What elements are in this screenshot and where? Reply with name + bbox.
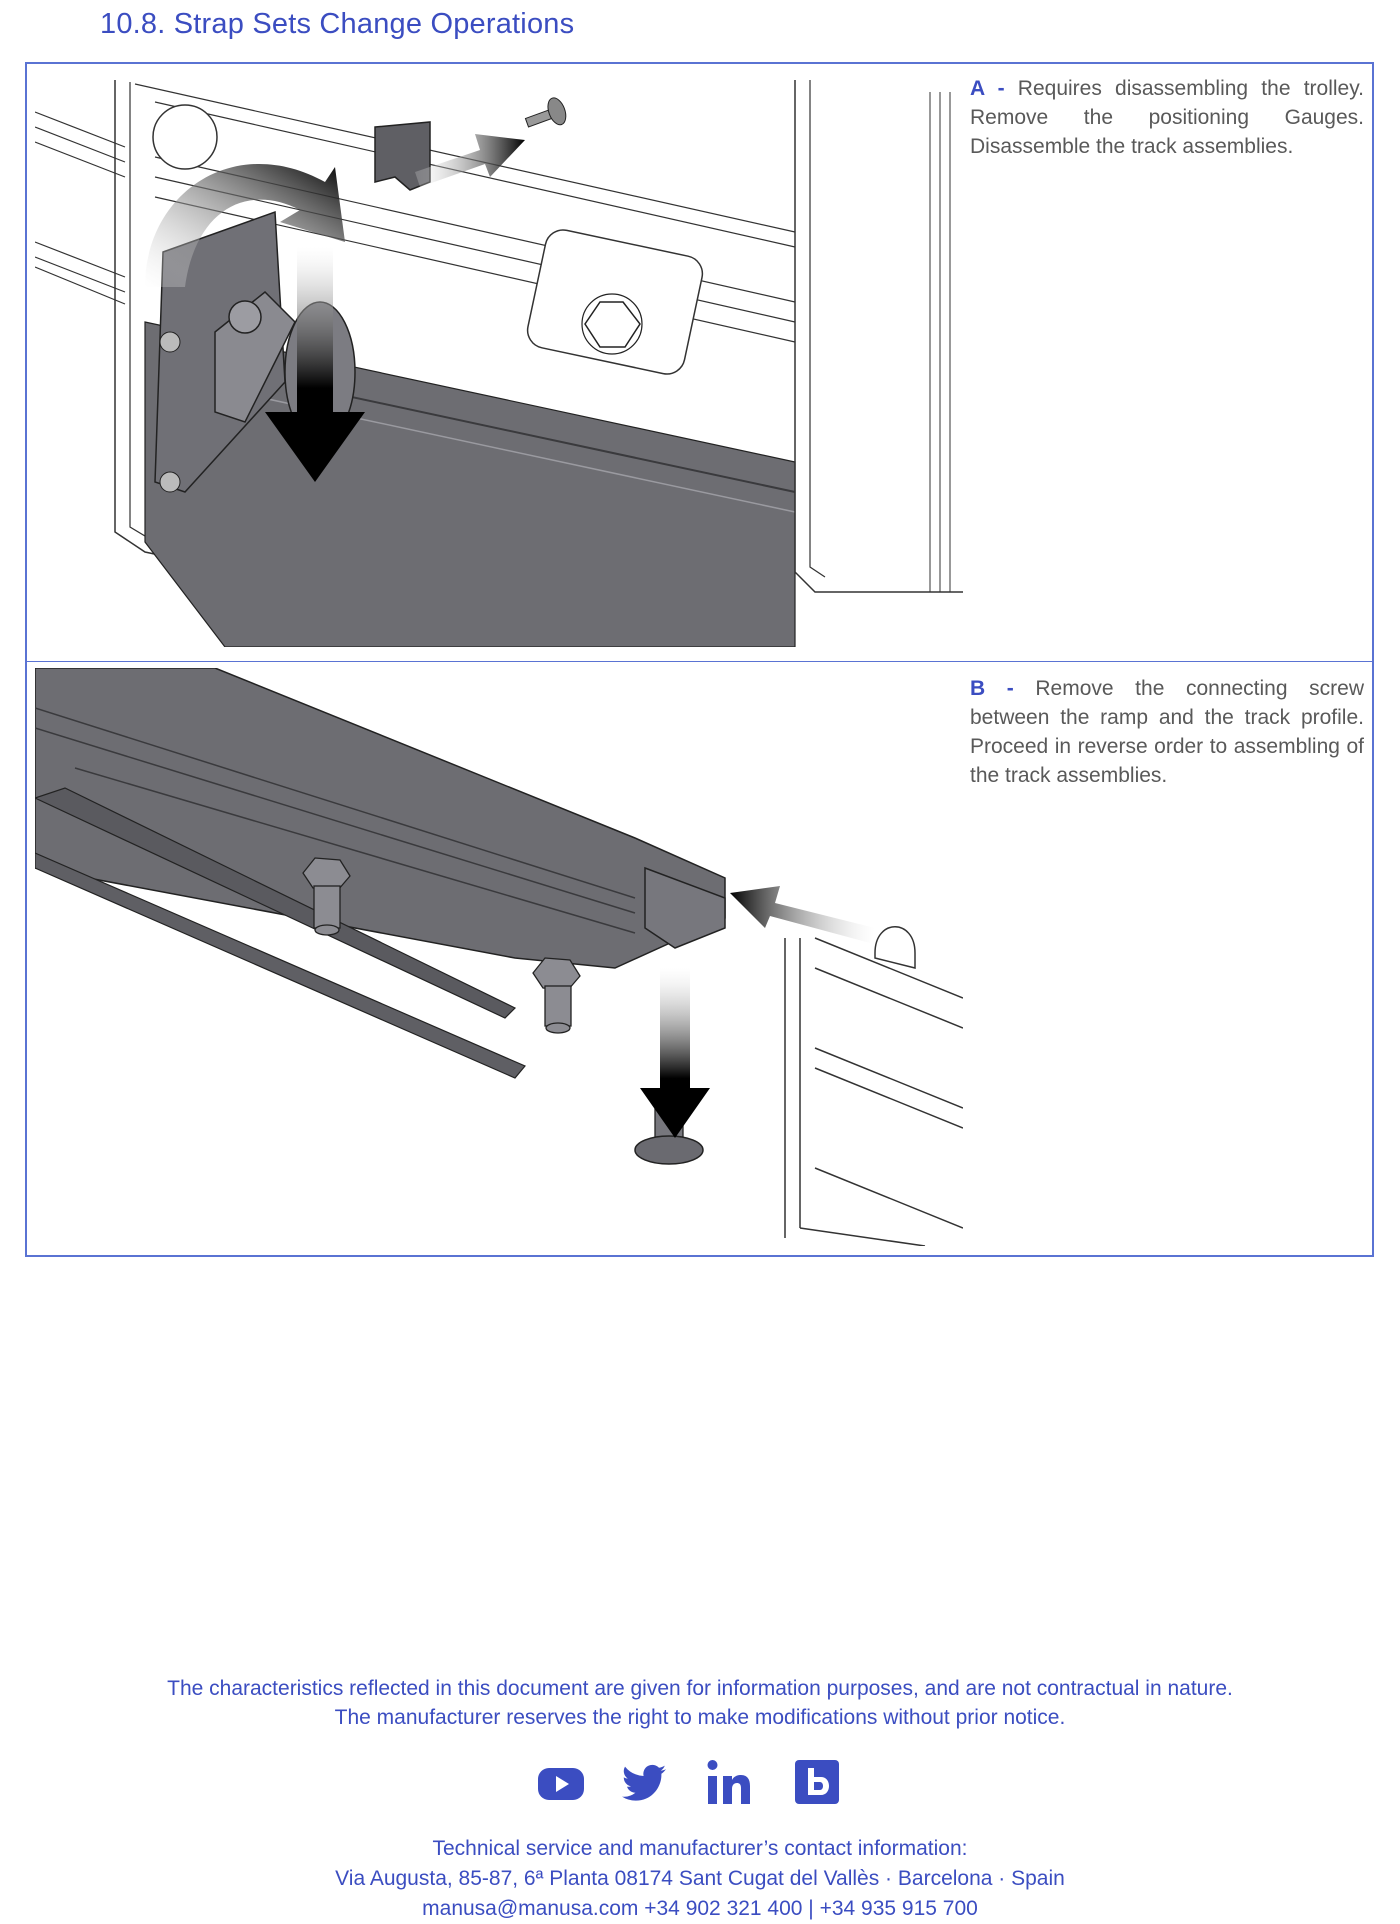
contact-heading: Technical service and manufacturer’s con… (432, 1837, 968, 1860)
blog-icon[interactable] (794, 1758, 840, 1813)
step-b-illustration (35, 668, 963, 1246)
disclaimer-line-2: The manufacturer reserves the right to m… (334, 1706, 1066, 1729)
social-links (538, 1758, 868, 1808)
step-b-letter: B - (970, 677, 1014, 700)
twitter-icon[interactable] (620, 1758, 668, 1813)
step-b-description: B - Remove the connecting screw between … (970, 674, 1364, 790)
disclaimer-line-1: The characteristics reflected in this do… (167, 1677, 1233, 1700)
section-title: 10.8. Strap Sets Change Operations (100, 8, 575, 40)
contact-info: Technical service and manufacturer’s con… (0, 1834, 1400, 1924)
step-a-row: A - Requires disassembling the trolley. … (27, 64, 1372, 662)
youtube-icon[interactable] (538, 1758, 584, 1813)
contact-address: Via Augusta, 85-87, 6ª Planta 08174 Sant… (335, 1867, 1065, 1890)
instruction-table: A - Requires disassembling the trolley. … (25, 62, 1374, 1257)
step-b-text: Remove the connecting screw between the … (970, 677, 1364, 787)
step-a-letter: A - (970, 77, 1005, 100)
linkedin-icon[interactable] (706, 1758, 752, 1813)
contact-email-phone[interactable]: manusa@manusa.com +34 902 321 400 | +34 … (422, 1897, 978, 1920)
step-b-row: B - Remove the connecting screw between … (27, 662, 1372, 1255)
step-a-description: A - Requires disassembling the trolley. … (970, 74, 1364, 161)
disclaimer: The characteristics reflected in this do… (0, 1674, 1400, 1732)
step-a-text: Requires disassembling the trolley. Remo… (970, 77, 1364, 158)
step-a-illustration (35, 72, 963, 647)
